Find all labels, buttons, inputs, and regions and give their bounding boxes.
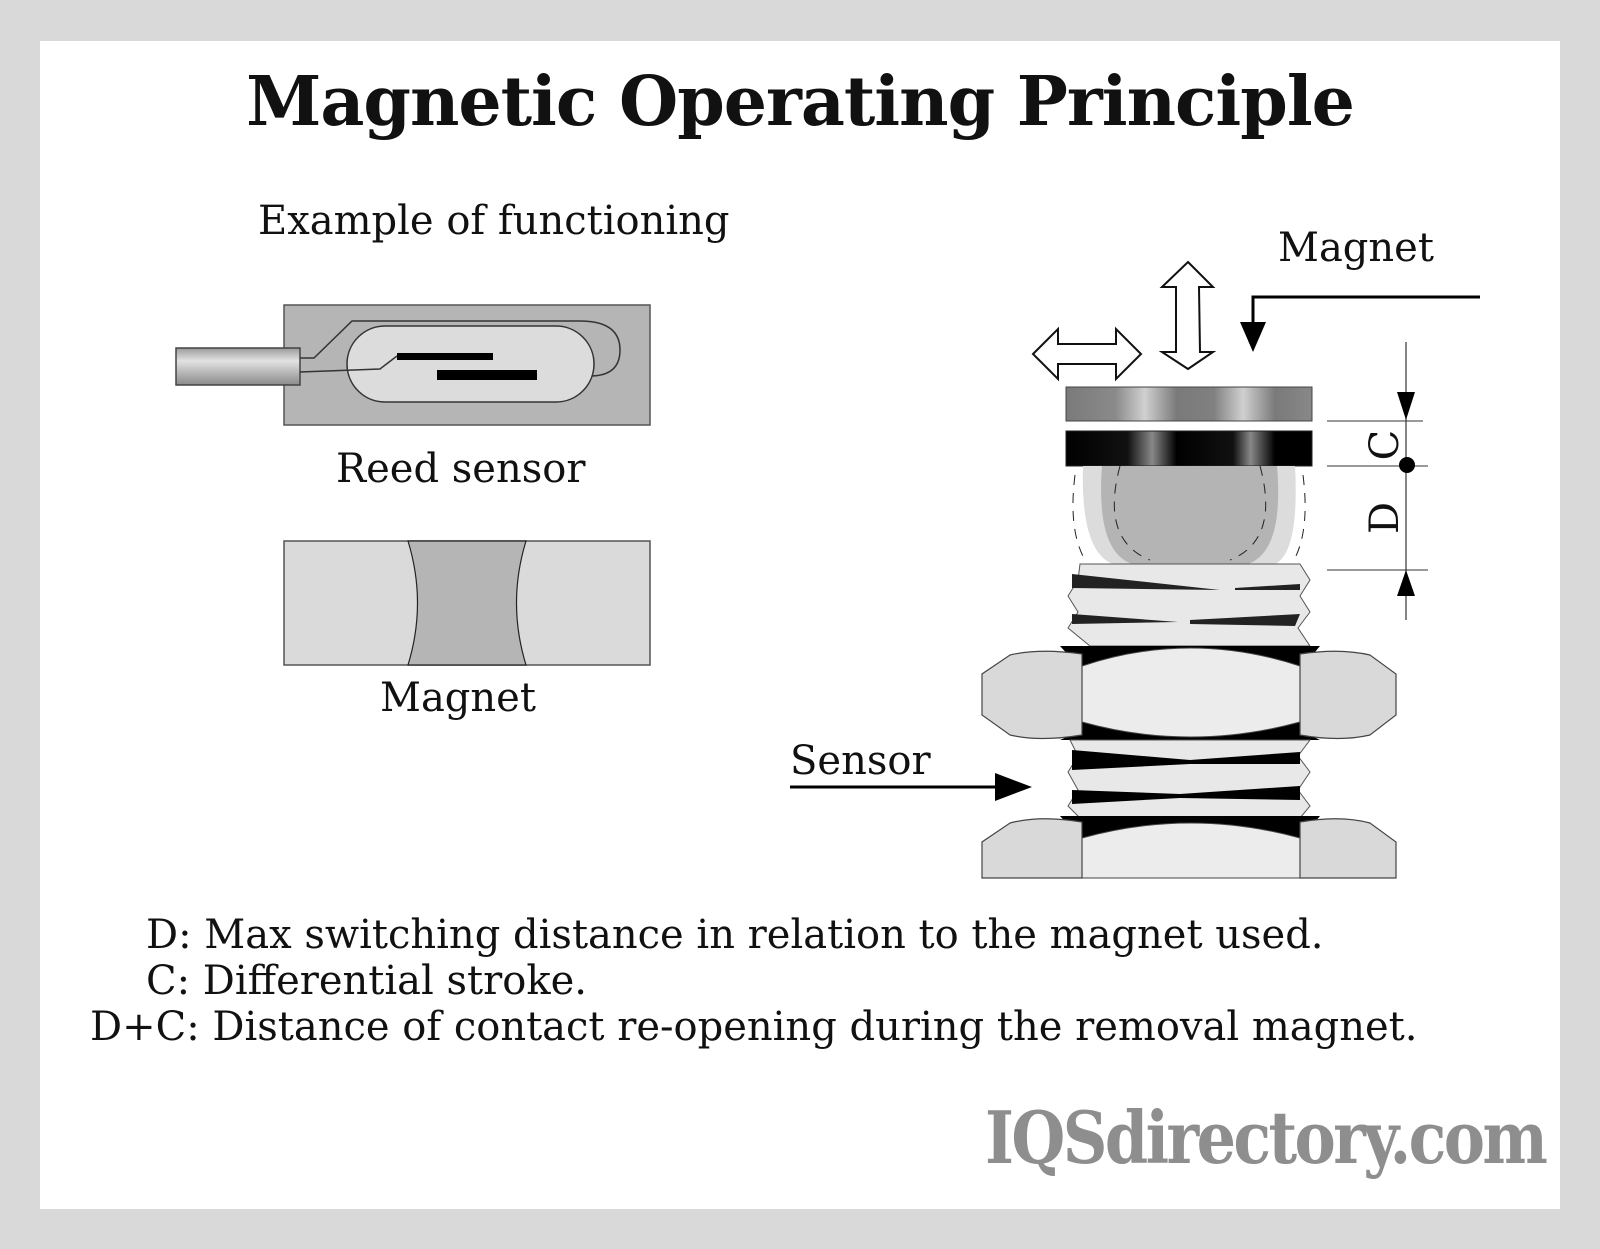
dimension-point-icon [1399, 457, 1415, 473]
sensor-head-inner [1101, 466, 1279, 566]
page-title: Magnetic Operating Principle [246, 62, 1355, 142]
sensor-threaded-body [981, 563, 1397, 879]
reed-lead-wire-2 [299, 355, 398, 373]
dimension-arrow-down-icon [1397, 392, 1415, 420]
magnet-callout-line [1251, 295, 1480, 330]
vertical-motion-arrow-icon [1158, 260, 1217, 371]
cable-icon [175, 347, 301, 386]
dimension-c-label: C [1362, 430, 1408, 461]
magnet-pole-region [407, 540, 527, 666]
reed-contact-lower [437, 370, 537, 380]
subtitle: Example of functioning [258, 198, 730, 244]
legend-d: D: Max switching distance in relation to… [146, 912, 1324, 958]
dimension-markers: C D [1327, 342, 1428, 620]
sensor-head [1072, 465, 1306, 566]
glass-capsule [346, 325, 595, 403]
dimension-arrow-up-icon [1397, 570, 1415, 596]
magnet-callout-arrowhead-icon [1240, 322, 1266, 352]
reed-sensor-illustration [175, 304, 651, 426]
magnet-illustration [283, 540, 651, 666]
horizontal-motion-arrow-icon [1031, 326, 1143, 382]
legend-c: C: Differential stroke. [146, 958, 587, 1004]
reed-lead-wire [300, 320, 621, 377]
sensor-callout-arrowhead-icon [995, 773, 1032, 801]
reed-sensor-label: Reed sensor [336, 446, 586, 492]
sensor-callout-label: Sensor [790, 738, 931, 784]
legend-d-plus-c: D+C: Distance of contact re-opening duri… [90, 1004, 1418, 1050]
magnet-plate-upper [1065, 386, 1313, 422]
watermark-logo: IQSdirectory.com [985, 1095, 1548, 1180]
magnet-callout-label: Magnet [1278, 225, 1434, 271]
magnet-example-label: Magnet [380, 675, 536, 721]
magnet-plate-lower [1065, 430, 1313, 467]
reed-contact-upper [397, 353, 493, 360]
dimension-d-label: D [1362, 502, 1408, 534]
